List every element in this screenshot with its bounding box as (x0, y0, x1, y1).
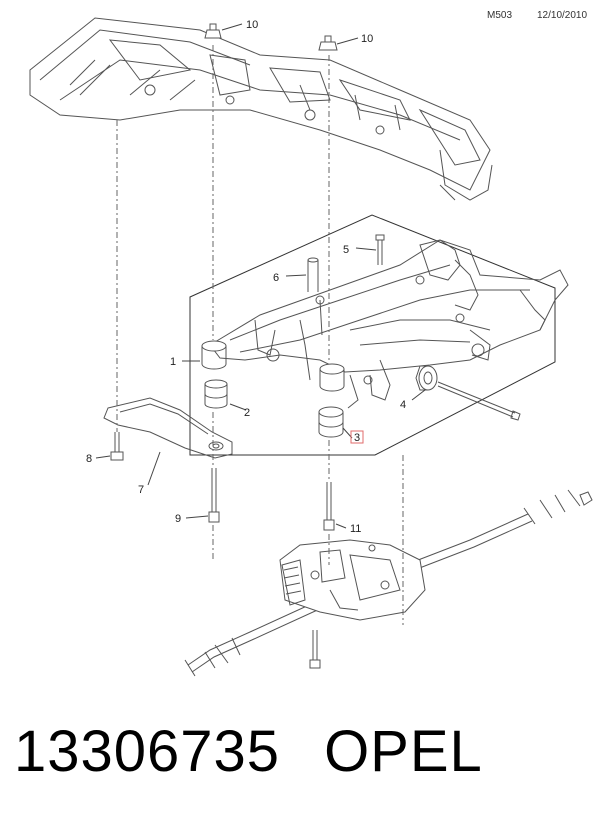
bushing-4 (415, 365, 438, 391)
bolt-lower (309, 630, 321, 669)
bolt-11 (323, 482, 335, 531)
exploded-parts-diagram: 10 10 5 6 1 2 4 3 8 7 9 11 (29, 17, 593, 677)
callout-7: 7 (138, 484, 144, 496)
callout-4: 4 (400, 399, 406, 411)
bushing-2 (204, 379, 228, 409)
nut-10-left (204, 23, 222, 39)
callout-2: 2 (244, 407, 250, 419)
callout-10-left: 10 (246, 19, 258, 31)
bushing-1 (201, 340, 227, 370)
subframe-outline (189, 214, 556, 456)
bolt-9 (208, 468, 220, 523)
bushing-right-upper (319, 363, 345, 392)
callout-11: 11 (350, 523, 361, 535)
alignment-lines (116, 45, 404, 625)
callout-5: 5 (343, 244, 349, 256)
nut-10-right (318, 35, 338, 51)
callout-3: 3 (354, 432, 360, 444)
leader-lines (95, 23, 426, 529)
bolt-4-shaft (437, 381, 521, 421)
callout-10-right: 10 (361, 33, 373, 45)
part-number: 13306735 (14, 719, 281, 784)
body-floor-frame (29, 17, 493, 201)
footer-caption: 13306735 OPEL (14, 718, 483, 785)
bushing-3 (318, 406, 344, 438)
stud-6 (307, 257, 319, 292)
callout-9: 9 (175, 513, 181, 525)
differential-housing (279, 539, 426, 621)
callout-labels: 10 10 5 6 1 2 4 3 8 7 9 11 (86, 19, 406, 535)
callout-1: 1 (170, 356, 176, 368)
callout-6: 6 (273, 272, 279, 284)
callout-8: 8 (86, 453, 92, 465)
callout-3-highlight (350, 430, 364, 444)
brand-name: OPEL (324, 719, 483, 784)
subframe-crossmember (209, 239, 569, 409)
diagram-date: 12/10/2010 (537, 10, 588, 21)
diagram-code: M503 (487, 10, 513, 21)
bolt-8 (110, 432, 124, 461)
bolt-5 (375, 234, 385, 265)
